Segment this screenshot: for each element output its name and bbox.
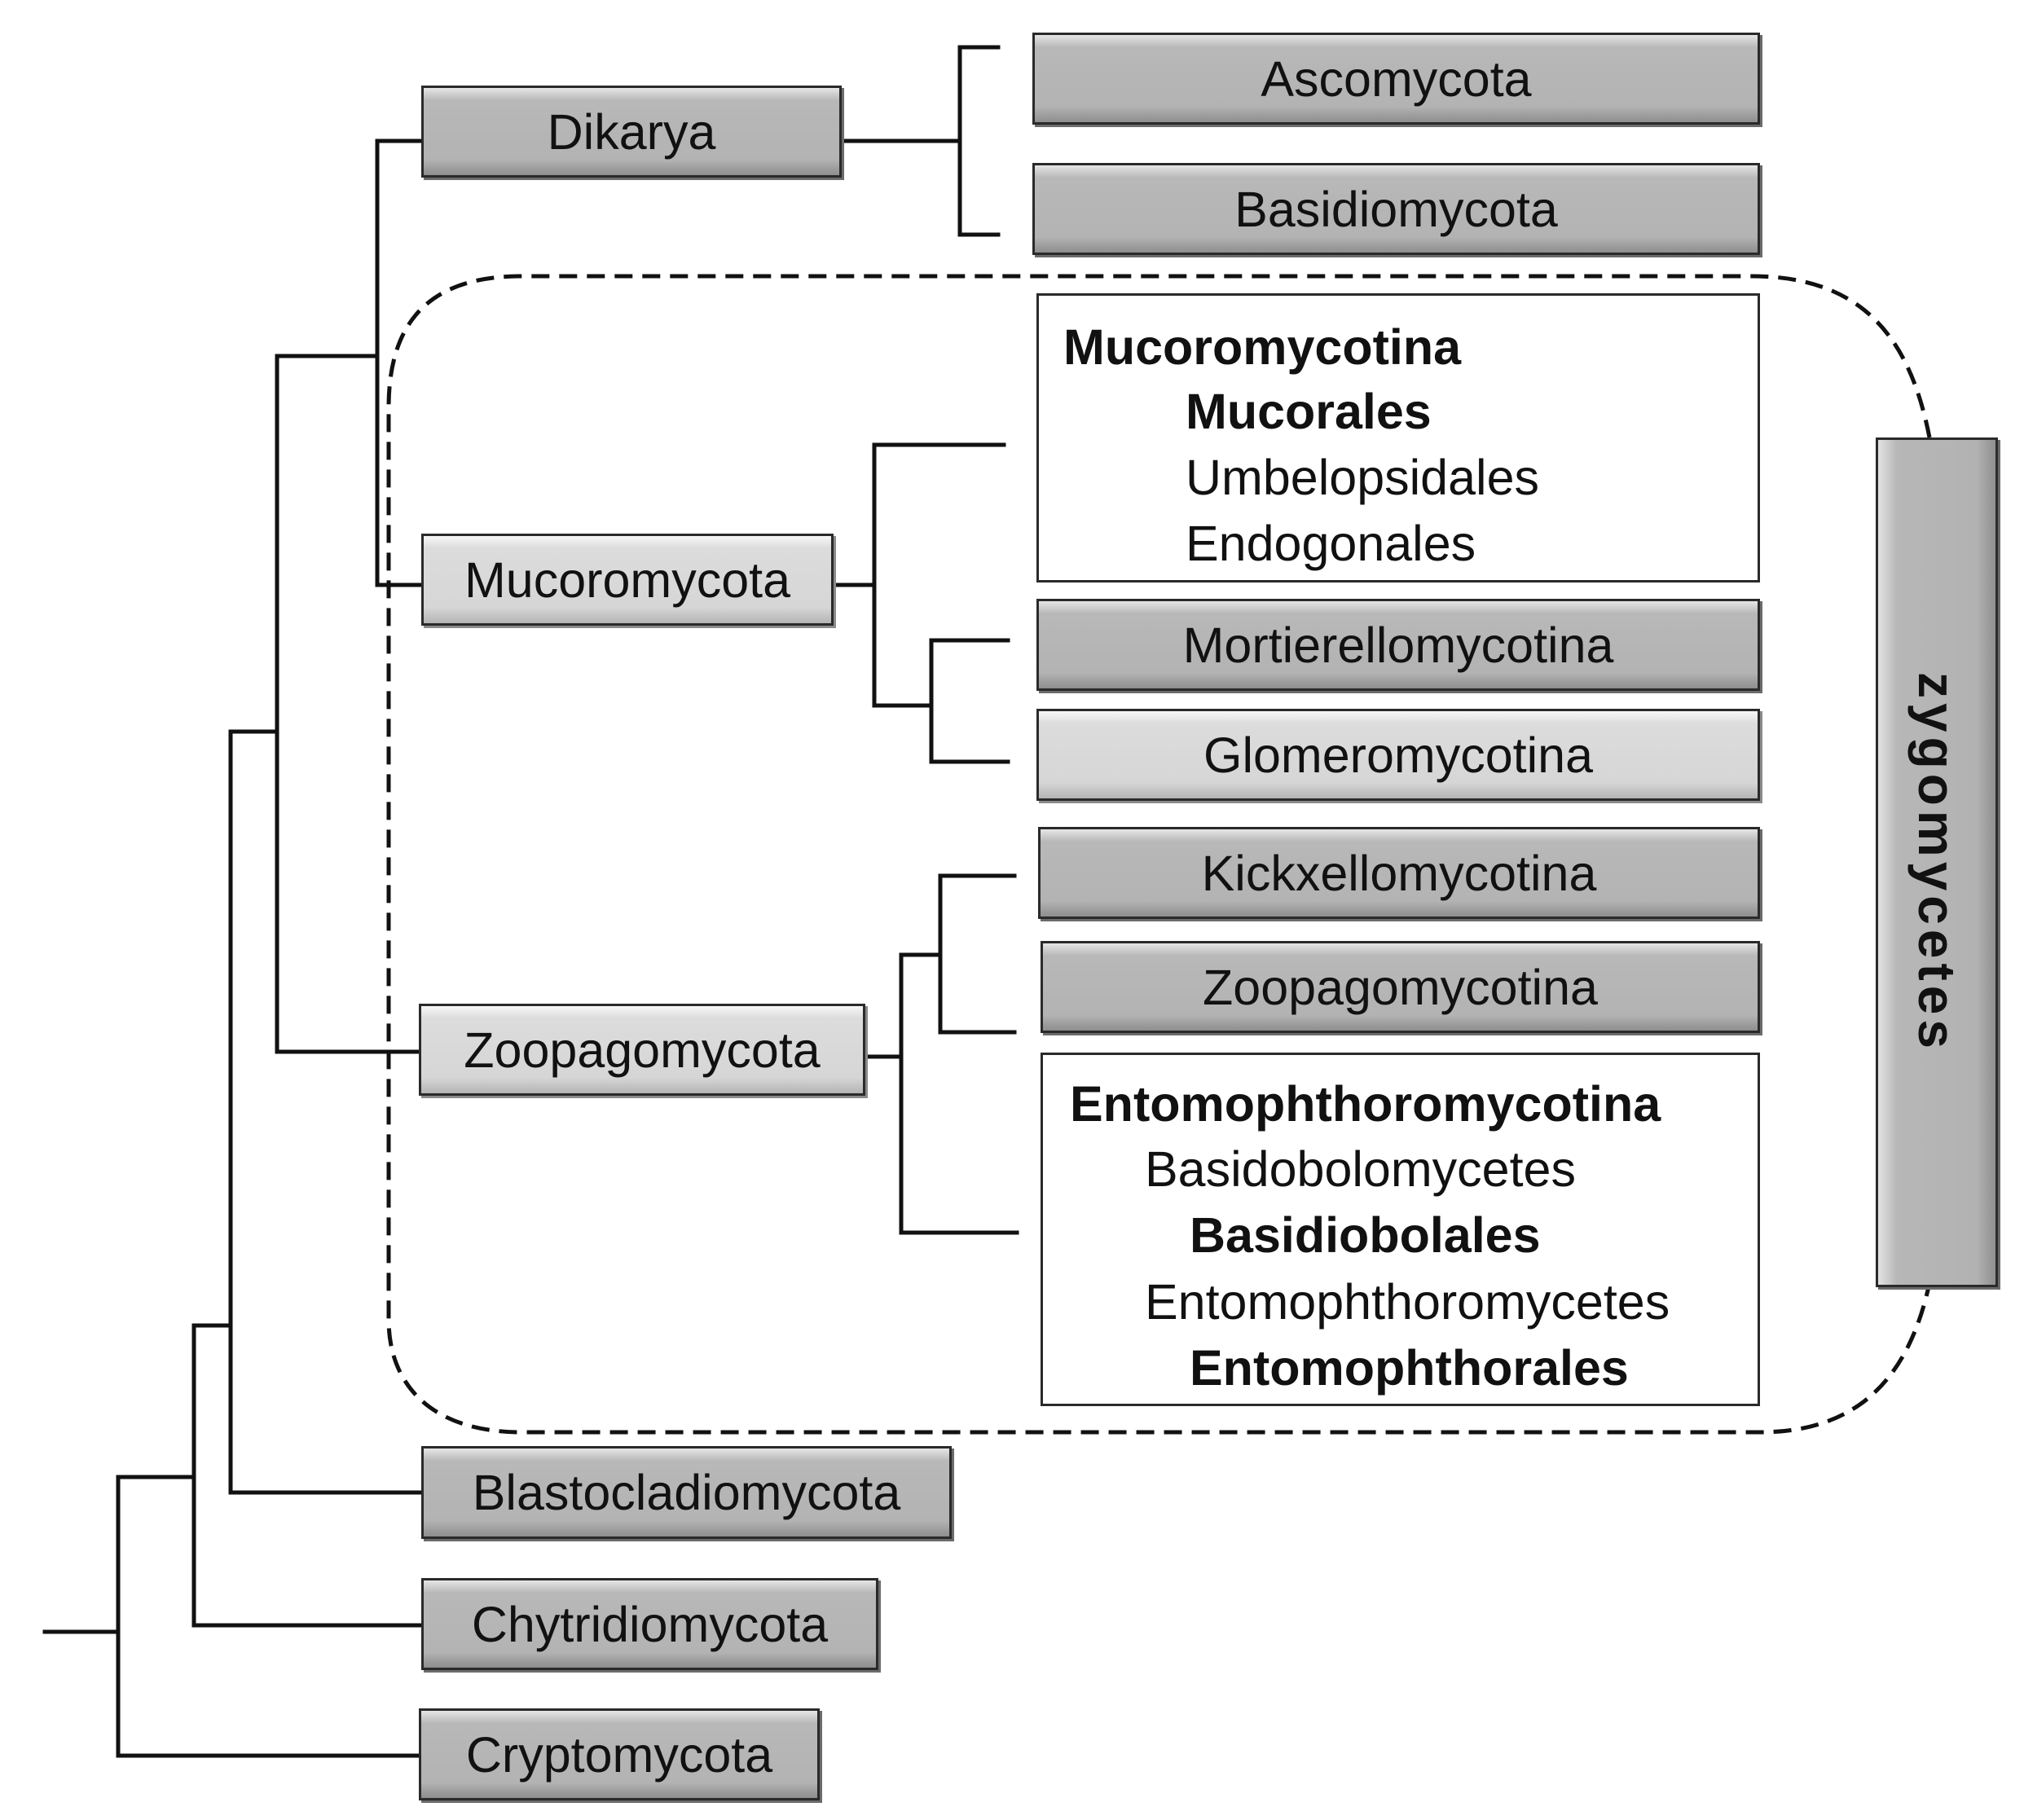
entomophthoromycotina-title: Entomophthoromycotina	[1070, 1076, 1661, 1132]
mucoromycotina-box: Mucoromycotina Mucorales Umbelopsidales …	[1036, 293, 1760, 582]
basidiobolales-label: Basidiobolales	[1190, 1207, 1541, 1263]
mortierellomycotina-box: Mortierellomycotina	[1036, 599, 1760, 691]
mortierellomycotina-label: Mortierellomycotina	[1182, 617, 1614, 673]
blastocladiomycota-box: Blastocladiomycota	[421, 1446, 952, 1539]
entomophthorales-label: Entomophthorales	[1190, 1340, 1629, 1396]
kickxellomycotina-label: Kickxellomycotina	[1201, 845, 1597, 901]
dikarya-box: Dikarya	[421, 86, 842, 178]
zygomycetes-label: zygomycetes	[1907, 671, 1966, 1053]
ascomycota-box: Ascomycota	[1032, 33, 1760, 125]
mucorales-label: Mucorales	[1186, 384, 1432, 439]
zoopagomycotina-label: Zoopagomycotina	[1203, 959, 1598, 1015]
cryptomycota-label: Cryptomycota	[465, 1726, 773, 1783]
dikarya-label: Dikarya	[547, 103, 716, 160]
entomophthoromycotina-box: Entomophthoromycotina Basidobolomycetes …	[1041, 1053, 1760, 1406]
zoopagomycota-label: Zoopagomycota	[464, 1022, 821, 1078]
zoopagomycota-box: Zoopagomycota	[419, 1004, 865, 1096]
chytridiomycota-box: Chytridiomycota	[421, 1578, 878, 1670]
basidiomycota-box: Basidiomycota	[1032, 163, 1760, 255]
glomeromycotina-label: Glomeromycotina	[1203, 727, 1593, 783]
zygomycetes-bar: zygomycetes	[1876, 437, 1998, 1287]
endogonales-label: Endogonales	[1186, 516, 1476, 571]
zoopagomycotina-box: Zoopagomycotina	[1041, 941, 1760, 1033]
mucoromycota-box: Mucoromycota	[421, 534, 834, 626]
chytridiomycota-label: Chytridiomycota	[471, 1596, 829, 1652]
glomeromycotina-box: Glomeromycotina	[1036, 709, 1760, 801]
dikarya-bracket	[957, 45, 1001, 237]
kickxellomycotina-box: Kickxellomycotina	[1038, 827, 1760, 919]
cryptomycota-box: Cryptomycota	[419, 1708, 820, 1800]
mucoromycotina-title: Mucoromycotina	[1063, 319, 1462, 375]
blastocladiomycota-label: Blastocladiomycota	[472, 1465, 901, 1520]
basidiomycota-label: Basidiomycota	[1234, 181, 1558, 237]
mucoromycota-label: Mucoromycota	[464, 552, 790, 608]
ascomycota-label: Ascomycota	[1261, 51, 1532, 107]
basidobolomycetes-label: Basidobolomycetes	[1145, 1141, 1576, 1197]
zygomycetes-dashed-outline	[386, 274, 1932, 1435]
umbelopsidales-label: Umbelopsidales	[1186, 450, 1539, 505]
entomophthoromycetes-label: Entomophthoromycetes	[1145, 1274, 1670, 1330]
